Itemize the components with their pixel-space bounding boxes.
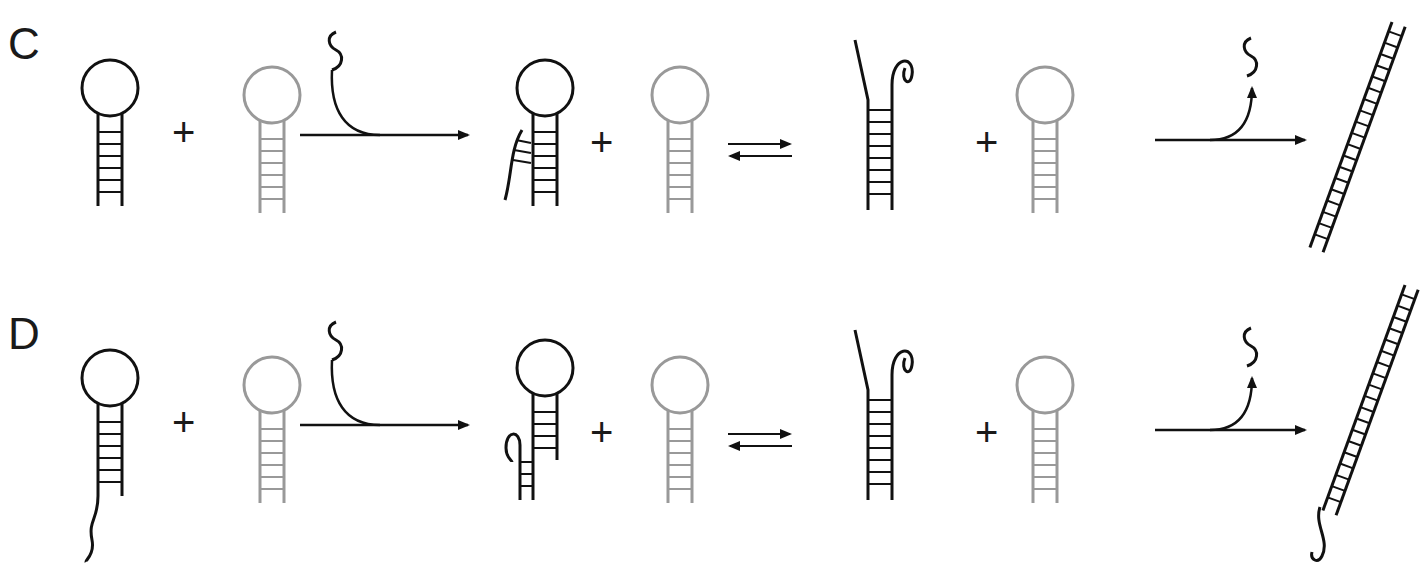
plus-sign: + bbox=[590, 412, 613, 452]
plus-sign: + bbox=[975, 412, 998, 452]
panel-letter: C bbox=[8, 22, 40, 66]
plus-sign: + bbox=[172, 112, 195, 152]
plus-sign: + bbox=[590, 122, 613, 162]
panel-letter: D bbox=[8, 312, 40, 356]
row-c bbox=[82, 22, 1405, 252]
row-d bbox=[82, 285, 1418, 562]
plus-sign: + bbox=[172, 402, 195, 442]
plus-sign: + bbox=[975, 122, 998, 162]
